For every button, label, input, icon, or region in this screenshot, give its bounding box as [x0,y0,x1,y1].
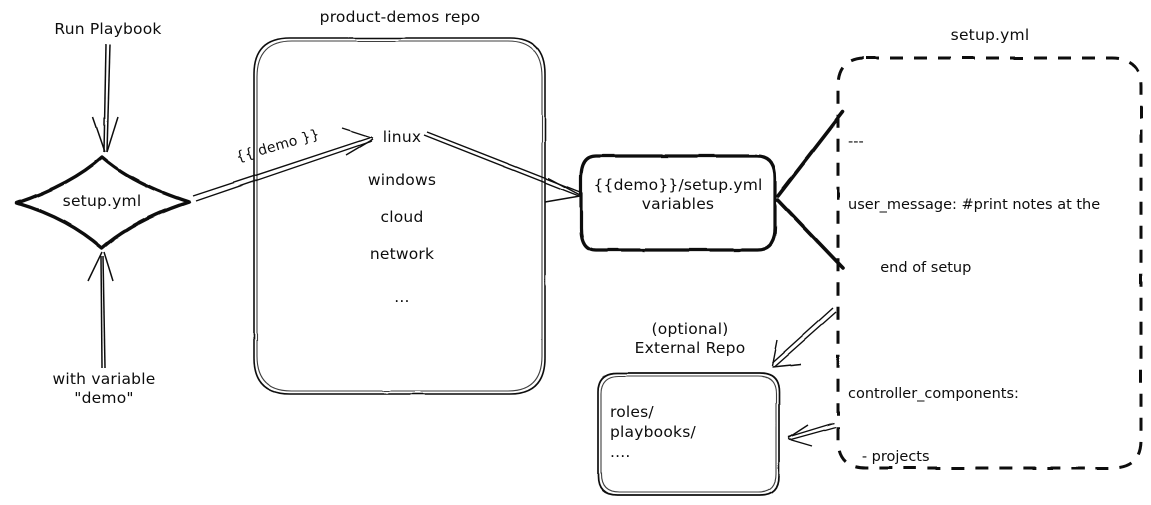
demo-setup-variables-box [579,154,777,252]
repo-item-network: network [369,245,435,263]
setup-yml-dashed-box [836,56,1143,470]
setup-yml-box-title: setup.yml [950,26,1030,44]
arrow-setup-yml-to-external-repo-upper [771,307,837,368]
external-repo-item-ellipsis: .... [610,443,631,461]
arrow-linux-to-vars-box [423,131,581,203]
setup-yml-diamond-shape [15,155,191,250]
yml-line: controller_components: [848,386,1019,402]
connector-vars-to-setup-yml [776,110,845,270]
yml-line: end of setup [848,260,972,276]
yml-line: --- [848,134,864,150]
product-demos-repo-box [253,37,546,395]
yml-line [848,321,1100,342]
repo-item-ellipsis: ... [394,288,410,306]
arrow-setup-yml-to-external-repo-lower [787,422,837,447]
repo-item-cloud: cloud [380,208,424,226]
external-repo-item-playbooks: playbooks/ [610,423,696,441]
yml-line: - projects [848,449,930,465]
run-playbook-label: Run Playbook [54,20,162,38]
setup-yml-contents: --- user_message: #print notes at the en… [848,90,1100,505]
arrow-setup-to-linux [192,127,374,202]
arrow-run-playbook-to-setup [92,43,119,153]
external-repo-item-roles: roles/ [610,403,654,421]
repo-item-linux: linux [382,128,422,146]
setup-yml-diamond-label: setup.yml [62,192,142,210]
repo-item-windows: windows [367,171,437,189]
with-variable-label: with variable"demo" [52,370,156,407]
external-repo-title: (optional)External Repo [634,320,746,357]
arrow-with-variable-to-setup [87,251,114,369]
external-repo-box [597,372,780,496]
product-demos-repo-title: product-demos repo [319,8,481,26]
yml-line: user_message: #print notes at the [848,197,1101,213]
